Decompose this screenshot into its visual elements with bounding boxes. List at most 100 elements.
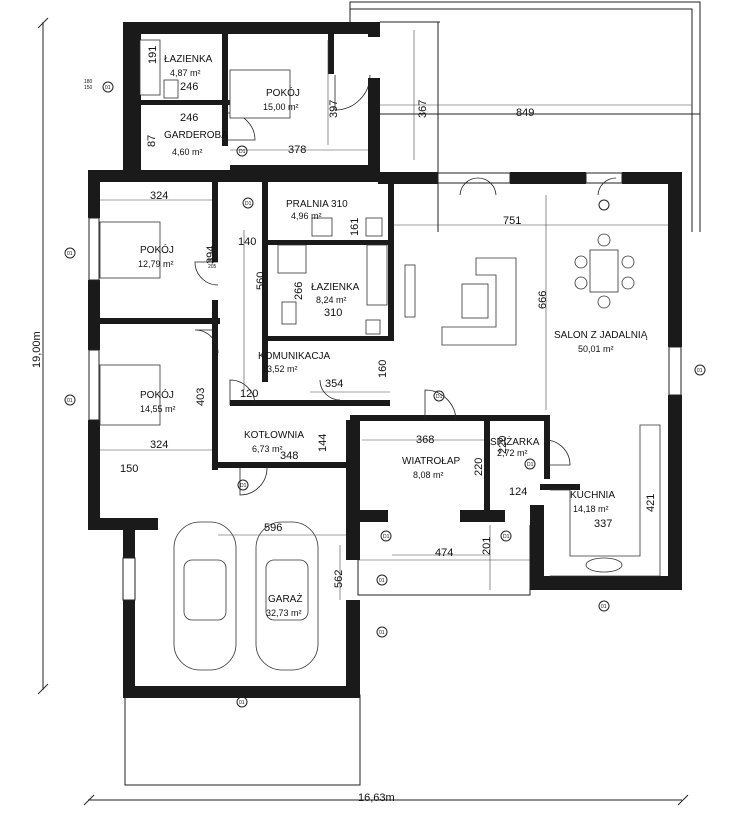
dim-150: 150 bbox=[120, 463, 138, 475]
window-height-label: 150 bbox=[84, 85, 93, 91]
window-width-label: 180 bbox=[84, 79, 93, 85]
room-name-komunikacja: KOMUNIKACJA bbox=[258, 351, 331, 362]
tag-codes: 01 01 01 01 01 01 01 01 D1 D1 D1 D1 D1 D… bbox=[67, 79, 703, 706]
window-tag bbox=[694, 364, 706, 376]
dim-378: 378 bbox=[288, 144, 306, 156]
room-area-garderoba: 4,60 m² bbox=[172, 147, 203, 157]
window-tag-code: 01 bbox=[601, 604, 607, 610]
dim-403: 403 bbox=[195, 388, 207, 406]
room-name-kuchnia: KUCHNIA bbox=[570, 490, 615, 501]
room-area-salon: 50,01 m² bbox=[578, 344, 614, 354]
dim-garderoba: 246 bbox=[180, 112, 198, 124]
room-area-lazienka-mid: 8,24 m² bbox=[316, 295, 347, 305]
room-name-garaz: GARAŻ bbox=[268, 592, 302, 605]
room-name-wiatrolap: WIATROŁAP bbox=[402, 456, 460, 467]
dim-348: 348 bbox=[280, 450, 298, 462]
window-tag-code: 01 bbox=[67, 251, 73, 257]
room-area-kuchnia: 14,18 m² bbox=[573, 504, 609, 514]
dim-596: 596 bbox=[264, 522, 282, 534]
door-height-label: 205 bbox=[208, 264, 217, 270]
window-tag bbox=[598, 199, 610, 211]
room-name-lazienka-top: ŁAZIENKA bbox=[164, 54, 213, 65]
dim-161: 161 bbox=[349, 218, 361, 236]
dim-120: 120 bbox=[240, 388, 258, 400]
room-area-wiatrolap: 8,08 m² bbox=[413, 470, 444, 480]
room-name-pokoj-top: POKÓJ bbox=[266, 86, 300, 99]
door-tag bbox=[433, 390, 445, 402]
room-area-pokoj-top: 15,00 m² bbox=[263, 102, 299, 112]
dim-666: 666 bbox=[537, 291, 549, 309]
door-tag bbox=[237, 479, 249, 491]
dim-368: 368 bbox=[416, 434, 434, 446]
room-area-komunikacja: 13,52 m² bbox=[262, 364, 298, 374]
dim-849: 849 bbox=[516, 107, 534, 119]
dim-367: 367 bbox=[417, 100, 429, 118]
door-tag-code: D1 bbox=[240, 483, 247, 489]
room-area-pralnia: 4,96 m² bbox=[291, 211, 322, 221]
room-name-pokoj-mid: POKÓJ bbox=[140, 243, 174, 256]
dim-87: 87 bbox=[146, 135, 158, 147]
door-width-label: 80 bbox=[208, 258, 214, 264]
driveway bbox=[124, 694, 361, 786]
room-area-pokoj-mid: 12,79 m² bbox=[138, 259, 174, 269]
furniture bbox=[99, 39, 661, 671]
room-name-kotlownia: KOTŁOWNIA bbox=[244, 430, 304, 441]
dim-160: 160 bbox=[377, 360, 389, 378]
room-name-garderoba: GARDEROBA bbox=[164, 130, 228, 141]
dim-474: 474 bbox=[435, 547, 453, 559]
room-name-spizarka: SPIŻARKA bbox=[490, 435, 540, 448]
dim-354: 354 bbox=[325, 378, 343, 390]
opening-tags bbox=[64, 81, 706, 708]
door-tag-code: D1 bbox=[436, 394, 443, 400]
window-tag bbox=[236, 696, 248, 708]
dim-751: 751 bbox=[503, 215, 521, 227]
dim-394: 394 bbox=[205, 246, 217, 264]
door-tag-code: D1 bbox=[239, 149, 246, 155]
window-tag bbox=[500, 530, 512, 542]
dim-140: 140 bbox=[238, 236, 256, 248]
terrace-outline bbox=[349, 1, 701, 232]
interior-walls bbox=[100, 34, 580, 516]
window-tag-code: 01 bbox=[379, 578, 385, 584]
exterior-walls bbox=[88, 22, 682, 698]
room-area-lazienka-top: 4,87 m² bbox=[170, 68, 201, 78]
room-area-pokoj-low: 14,55 m² bbox=[140, 404, 176, 414]
dim-201: 201 bbox=[481, 537, 493, 555]
dim-220-a: 220 bbox=[473, 458, 485, 476]
door-tag bbox=[242, 197, 254, 209]
door-tag bbox=[524, 458, 536, 470]
door-tag-code: D1 bbox=[503, 534, 510, 540]
room-area-garaz: 32,73 m² bbox=[266, 608, 302, 618]
dim-266: 266 bbox=[293, 282, 305, 300]
window-tag bbox=[376, 626, 388, 638]
dim-total-width: 16,63m bbox=[358, 792, 395, 804]
dim-560: 560 bbox=[255, 272, 267, 290]
dimension-lines bbox=[100, 30, 692, 600]
room-labels: ŁAZIENKA 4,87 m² 246 POKÓJ 15,00 m² 246 … bbox=[138, 54, 648, 618]
window-tag bbox=[376, 574, 388, 586]
doors bbox=[194, 74, 617, 496]
dim-337: 337 bbox=[594, 518, 612, 530]
dim-total-height: 19,00m bbox=[31, 331, 43, 368]
door-tag bbox=[236, 145, 248, 157]
window-tag bbox=[64, 394, 76, 406]
window-tag-code: 01 bbox=[239, 700, 245, 706]
window-tag-code: 01 bbox=[67, 398, 73, 404]
window-tag bbox=[64, 247, 76, 259]
dim-310: 310 bbox=[324, 307, 342, 319]
dim-191: 191 bbox=[147, 46, 159, 64]
dim-562: 562 bbox=[333, 570, 345, 588]
dim-421: 421 bbox=[645, 494, 657, 512]
dim-324-low: 324 bbox=[150, 439, 168, 451]
overall-dimensions bbox=[37, 17, 689, 806]
room-name-pralnia: PRALNIA 310 bbox=[286, 199, 348, 210]
door-tag-code: D1 bbox=[527, 462, 534, 468]
room-name-salon: SALON Z JADALNIĄ bbox=[554, 330, 648, 341]
dimension-labels: 849 397 367 378 191 87 324 394 140 161 7… bbox=[31, 46, 657, 804]
dim-397: 397 bbox=[328, 100, 340, 118]
room-area-kotlownia: 6,73 m² bbox=[252, 444, 283, 454]
dim-lazienka-top: 246 bbox=[180, 81, 198, 93]
window-tag bbox=[380, 530, 392, 542]
window-tag-code: 01 bbox=[697, 368, 703, 374]
